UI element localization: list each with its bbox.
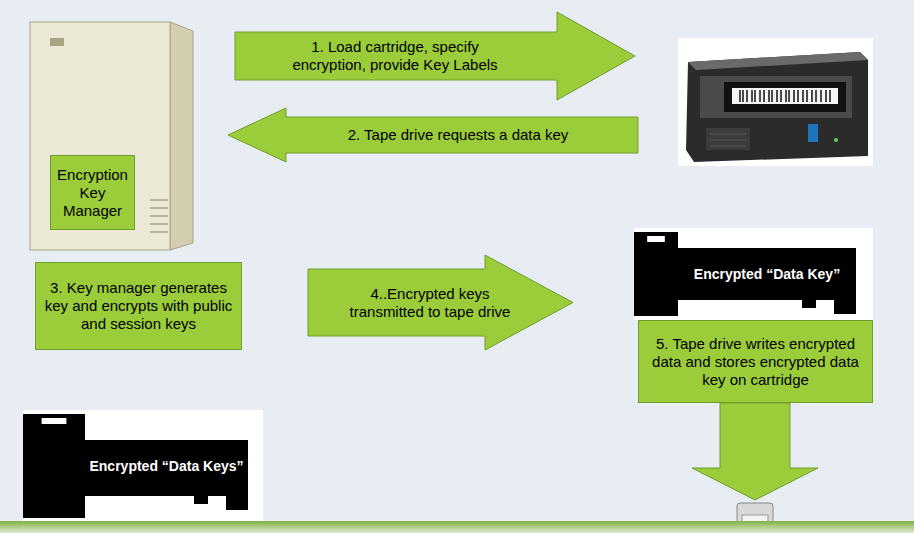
step-text: 2. Tape drive requests a data key: [318, 126, 598, 144]
step-arrow: 4..Encrypted keys transmitted to tape dr…: [308, 255, 573, 350]
arrow-outline: [228, 108, 638, 162]
step-text: 4..Encrypted keys transmitted to tape dr…: [335, 285, 525, 321]
step-text: 1. Load cartridge, specify encryption, p…: [275, 38, 515, 74]
data-key-icon: Encrypted “Data Keys”: [23, 410, 263, 522]
step-text: Encryption Key Manager: [57, 166, 128, 220]
tape-drive-body: [686, 52, 868, 162]
tape-drive-top: [688, 52, 868, 70]
tape-drive-slot: [724, 82, 846, 112]
step-box: 3. Key manager generates key and encrypt…: [35, 262, 242, 350]
cartridge-label: [732, 88, 838, 104]
step-arrow: 2. Tape drive requests a data key: [228, 108, 638, 162]
tape-drive-background: [678, 38, 873, 166]
key-manager-box: Encryption Key Manager: [50, 155, 135, 230]
server-indicator: [50, 38, 64, 46]
key-notch: [42, 418, 67, 424]
arrow-outline: [308, 255, 573, 350]
key-label: Encrypted “Data Keys”: [85, 457, 248, 475]
tape-drive-grill: [706, 128, 750, 150]
step-arrow: 1. Load cartridge, specify encryption, p…: [235, 12, 635, 100]
key-panel: [23, 410, 263, 522]
key-silhouette: [634, 232, 856, 316]
down-arrow: [692, 403, 818, 500]
footer-bar: [0, 521, 914, 533]
key-silhouette: [23, 414, 248, 518]
grill-lines: [710, 134, 746, 146]
key-label: Encrypted “Data Key”: [678, 265, 856, 283]
barcode: [740, 90, 830, 102]
eject-button: [808, 124, 818, 142]
server-vents: [150, 200, 168, 232]
cartridge-window: [742, 515, 768, 522]
step-box: 5. Tape drive writes encrypted data and …: [638, 320, 873, 403]
data-key-icon: Encrypted “Data Key”: [634, 228, 873, 320]
key-panel: [634, 228, 873, 320]
key-notch: [647, 236, 665, 242]
server-side: [170, 22, 193, 250]
arrow-outline: [235, 12, 635, 100]
tape-drive-panel: [700, 76, 852, 118]
step-text: 3. Key manager generates key and encrypt…: [42, 279, 235, 333]
step-text: 5. Tape drive writes encrypted data and …: [645, 335, 866, 389]
server-front: [30, 22, 170, 250]
status-led: [834, 138, 838, 142]
